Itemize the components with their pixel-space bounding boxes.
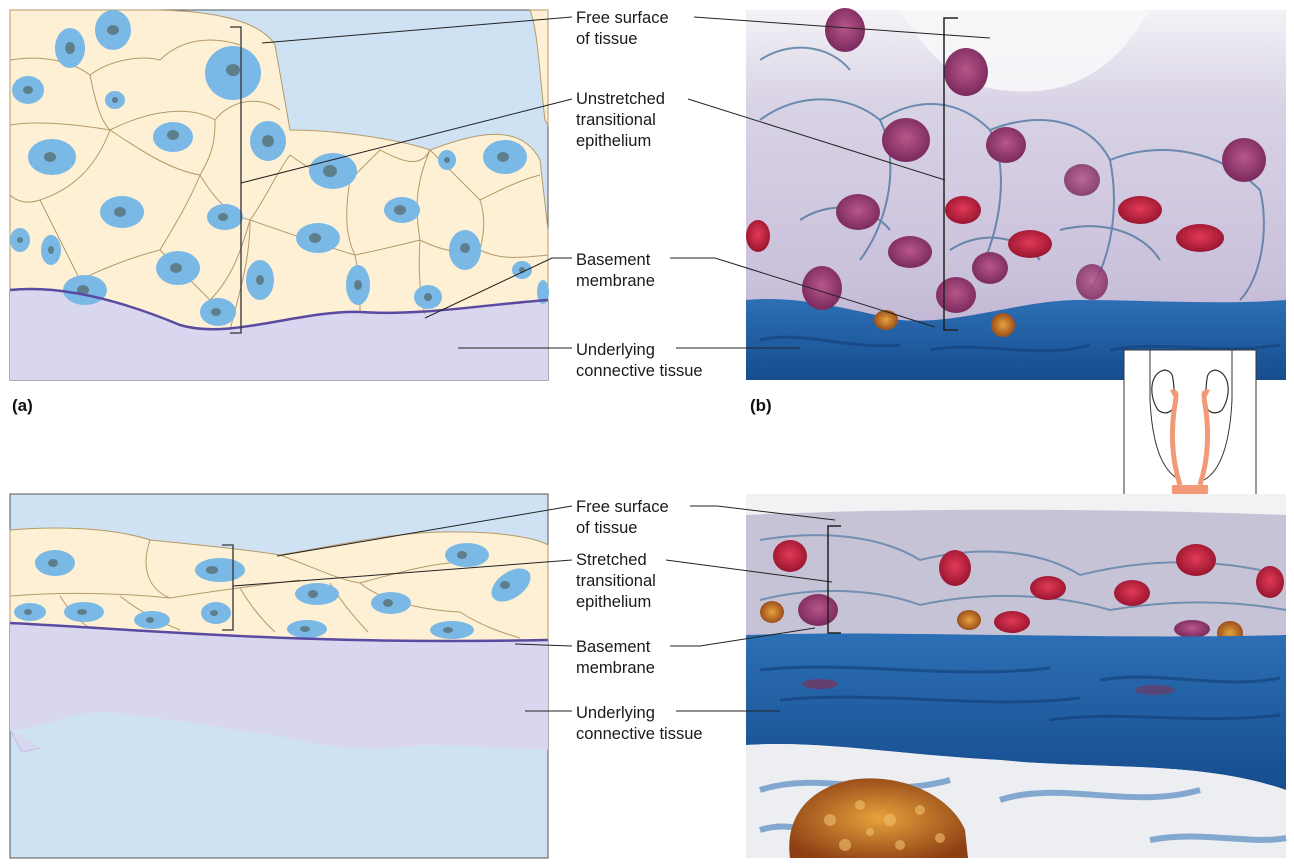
panel-tag-b: (b) <box>750 396 772 415</box>
basement-membrane-line <box>9 287 549 331</box>
label-basement-membrane-bottom: Basement membrane <box>576 638 655 677</box>
cell-boundaries <box>9 39 549 331</box>
label-stretched-epithelium: Stretched transitional epithelium <box>576 551 656 611</box>
micrograph-bracket-top <box>943 17 958 331</box>
epithelium-bracket-stretched <box>222 544 234 631</box>
label-underlying-connective-top: Underlying connective tissue <box>576 341 703 380</box>
drawing-stretched <box>9 493 549 859</box>
label-free-surface-top: Free surface of tissue <box>576 9 669 48</box>
micrograph-bracket-bottom <box>827 525 841 634</box>
basement-membrane-line-stretched <box>9 621 549 643</box>
panel-tag-a: (a) <box>12 396 33 415</box>
leader-lines <box>232 16 991 712</box>
nuclei-unstretched <box>10 10 549 326</box>
label-underlying-connective-bottom: Underlying connective tissue <box>576 704 703 743</box>
drawing-unstretched <box>9 9 549 381</box>
epithelium-bracket <box>230 26 242 334</box>
micrograph-unstretched <box>746 8 1286 380</box>
label-basement-membrane-top: Basement membrane <box>576 251 655 290</box>
micrograph-stretched <box>746 494 1287 858</box>
connective-tissue-area-stretched <box>10 623 548 750</box>
label-unstretched-epithelium: Unstretched transitional epithelium <box>576 90 665 150</box>
label-free-surface-bottom: Free surface of tissue <box>576 498 669 537</box>
